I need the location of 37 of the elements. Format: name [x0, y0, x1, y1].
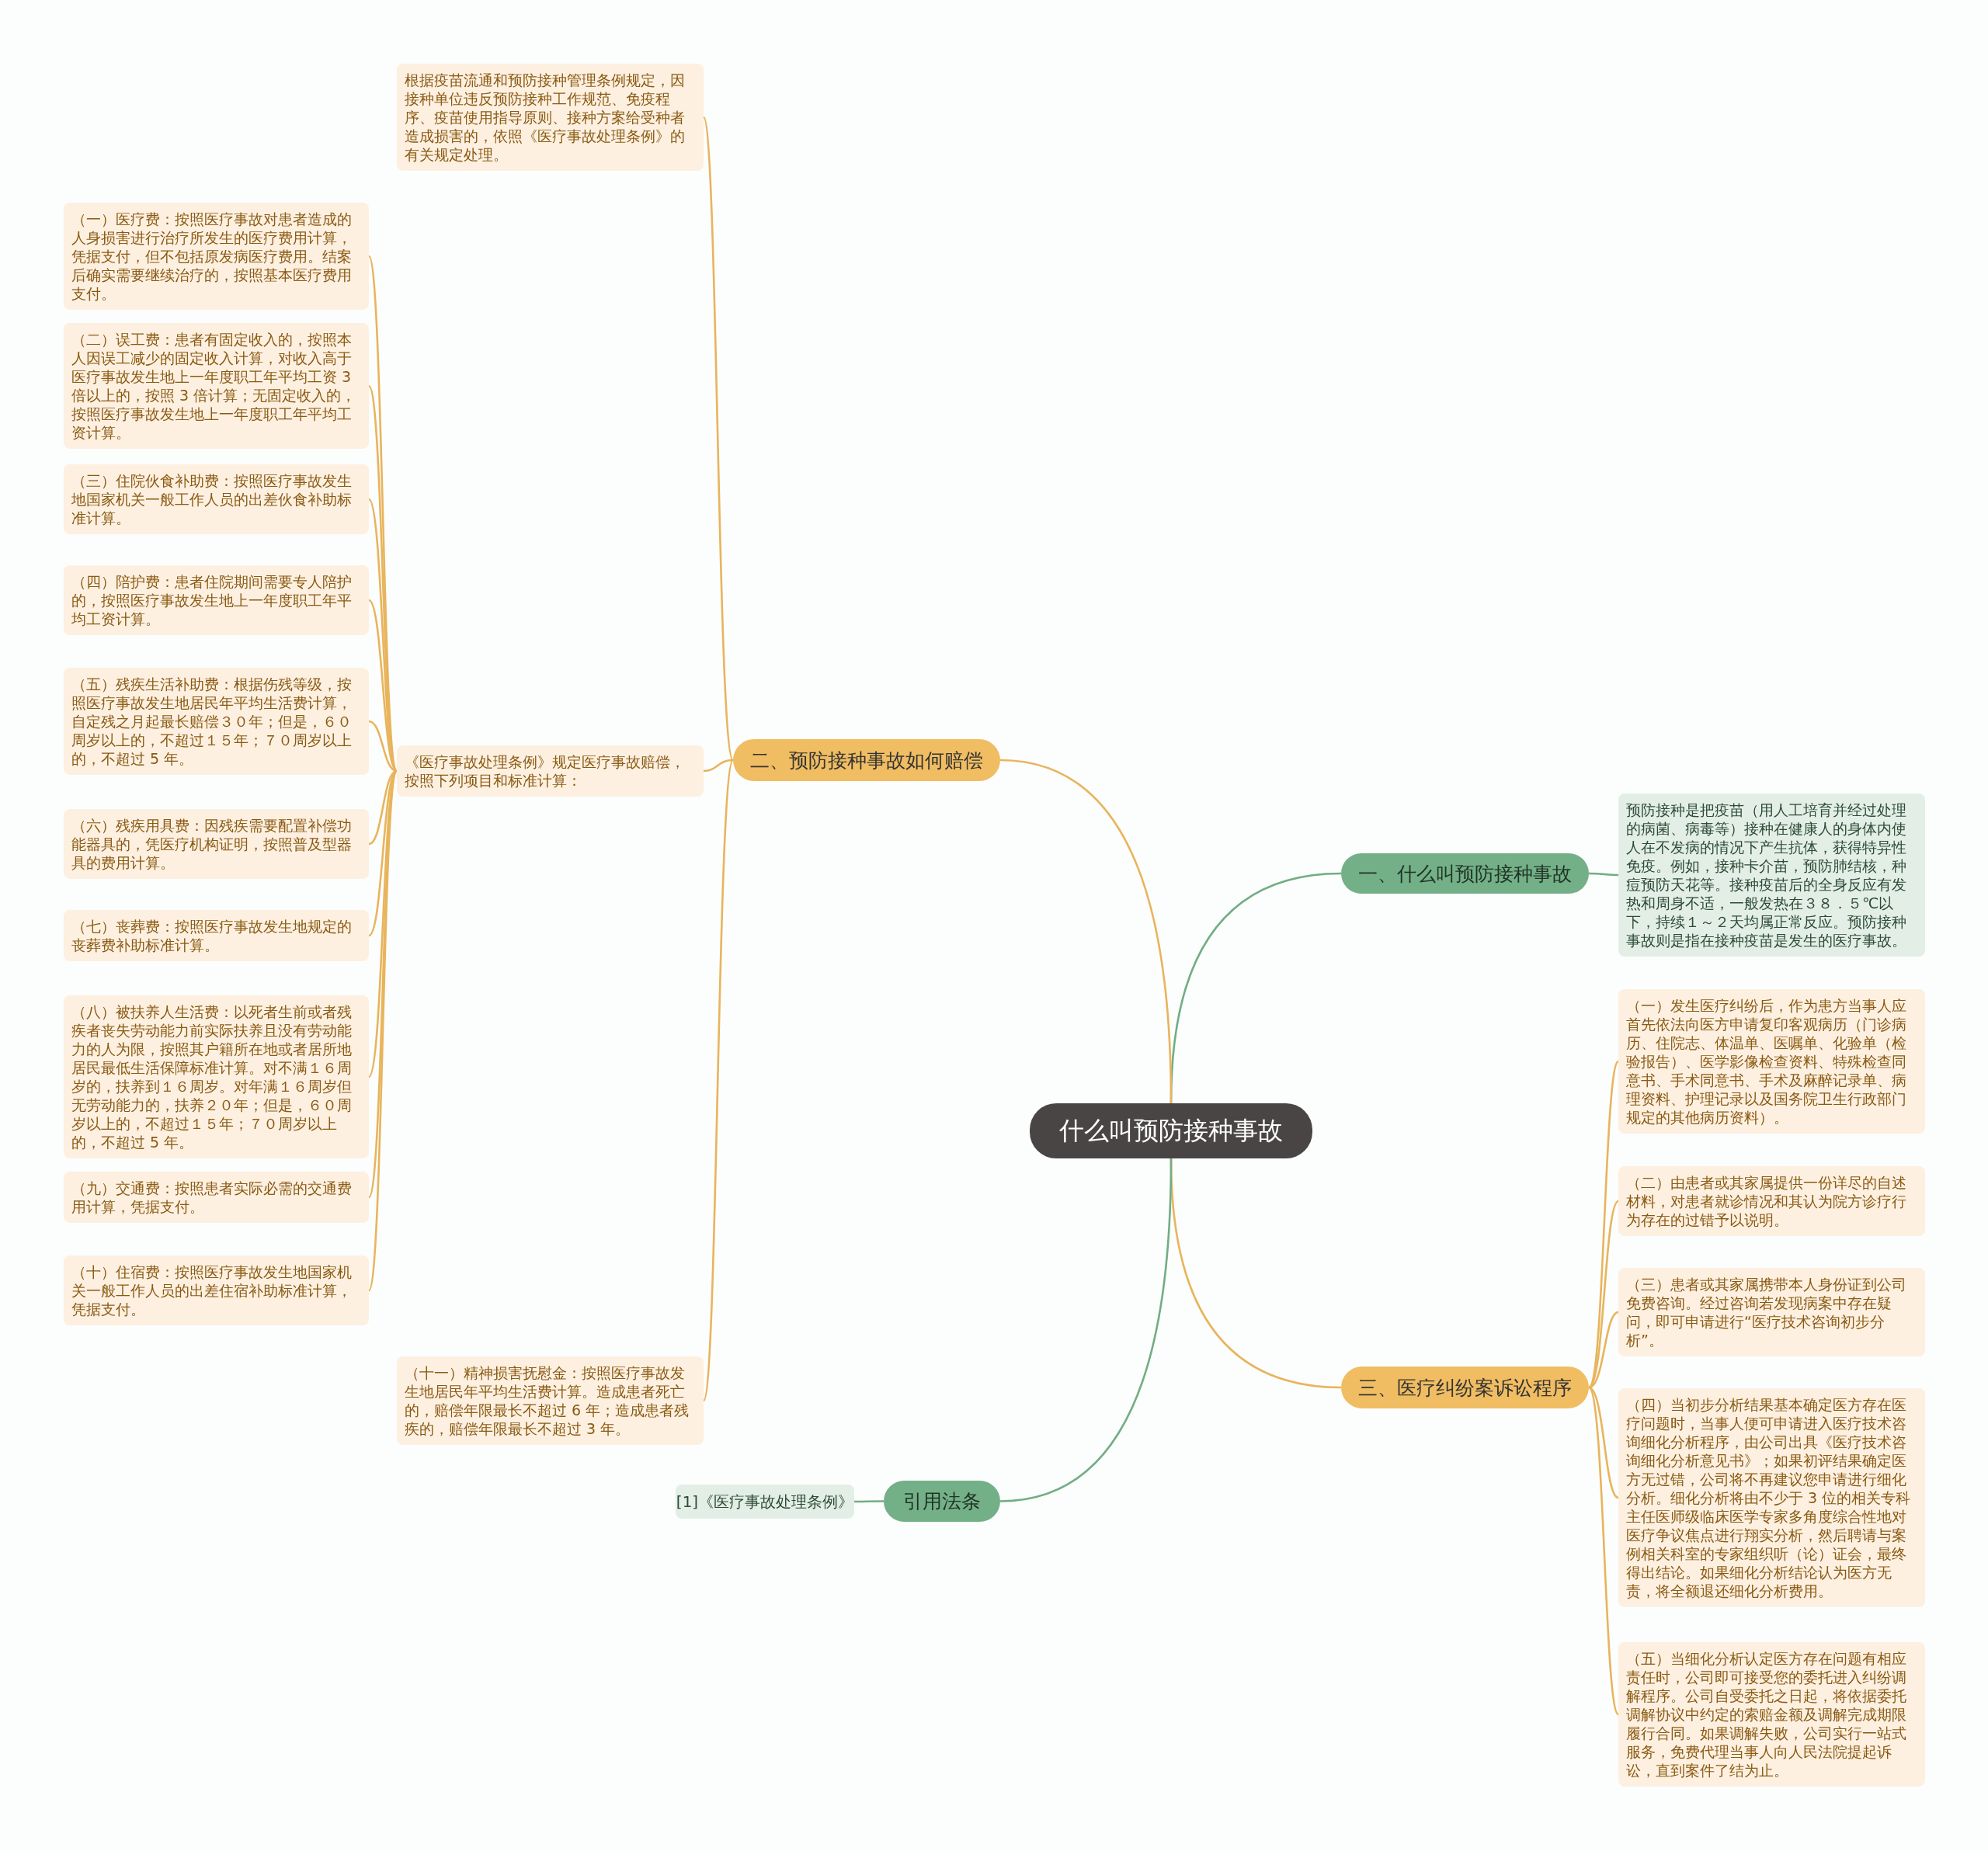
- connector-line: [367, 770, 398, 1291]
- branch-topic: 二、预防接种事故如何赔偿: [733, 739, 1000, 781]
- text-card: （一）发生医疗纠纷后，作为患方当事人应首先依法向医方申请复印客观病历（门诊病历、住院志、体温单、医嘱单、化验单（检验报告）、医学影像检查资料、特殊检查同意书、手术同意书、手术及麻醉记录单、病理资料、护理记录以及国务院卫生行政部门规定的其他病历资料）。: [1618, 989, 1925, 1134]
- text-card: （九）交通费：按照患者实际必需的交通费用计算，凭据支付。: [64, 1172, 369, 1223]
- text-card: （十）住宿费：按照医疗事故发生地国家机关一般工作人员的出差住宿补助标准计算，凭据支付。: [64, 1255, 369, 1325]
- text-card: （二）误工费：患者有固定收入的，按照本人因误工减少的固定收入计算，对收入高于医疗事故发生地上一年度职工年平均工资 3 倍以上的，按照 3 倍计算；无固定收入的，按照医疗事故发生地上一年度职工年平均工资计算。: [64, 323, 369, 449]
- connector-line: [1587, 1387, 1620, 1715]
- branch-topic: 三、医疗纠纷案诉讼程序: [1341, 1367, 1589, 1408]
- text-card: （四）当初步分析结果基本确定医方存在医疗问题时，当事人便可申请进入医疗技术咨询细化分析程序，由公司出具《医疗技术咨询细化分析意见书》；如果初评结果确定医方无过错，公司将不再建议您申请进行细化分析。细化分析将由不少于 3 位的相关专科主任医师级临床医学专家多角度综合性地对医疗争议焦点进行翔实分析，然后聘请与案例相关科室的专家组织听（论）证会，最终得出结论。如果细化分析结论认为医方无责，将全额退还细化分析费用。: [1618, 1388, 1925, 1607]
- text-card: （一）医疗费：按照医疗事故对患者造成的人身损害进行治疗所发生的医疗费用计算，凭据支付，但不包括原发病医疗费用。结案后确实需要继续治疗的，按照基本医疗费用支付。: [64, 203, 369, 310]
- connector-line: [999, 759, 1173, 1104]
- connector-line: [1589, 872, 1618, 877]
- connector-line: [1588, 1200, 1619, 1388]
- text-card: （七）丧葬费：按照医疗事故发生地规定的丧葬费补助标准计算。: [64, 910, 369, 961]
- connector-line: [854, 1500, 884, 1503]
- connector-line: [702, 759, 735, 1401]
- text-card: 根据疫苗流通和预防接种管理条例规定，因接种单位违反预防接种工作规范、免疫程序、疫苗使用指导原则、接种方案给受种者造成损害的，依照《医疗事故处理条例》的有关规定处理。: [397, 64, 704, 171]
- text-card: （五）当细化分析认定医方存在问题有相应责任时，公司即可接受您的委托进入纠纷调解程序。公司自受委托之日起，将依据委托调解协议中约定的索赔金额及调解完成期限履行合同。如果调解失败，公司实行一站式服务，免费代理当事人向人民法院提起诉讼，直到案件了结为止。: [1618, 1642, 1925, 1787]
- connector-line: [999, 1158, 1173, 1502]
- text-card: （五）残疾生活补助费：根据伤残等级，按照医疗事故发生地居民年平均生活费计算，自定残之月起最长赔偿３０年；但是，６０周岁以上的，不超过１５年；７０周岁以上的，不超过 5 年。: [64, 668, 369, 775]
- text-card: （八）被扶养人生活费：以死者生前或者残疾者丧失劳动能力前实际扶养且没有劳动能力的人为限，按照其户籍所在地或者居所地居民最低生活保障标准计算。对不满１６周岁的，扶养到１６周岁。对年满１６周岁但无劳动能力的，扶养２０年；但是，６０周岁以上的，不超过１５年；７０周岁以上的，不超过 5 年。: [64, 995, 369, 1158]
- text-card: 《医疗事故处理条例》规定医疗事故赔偿，按照下列项目和标准计算：: [397, 745, 704, 797]
- branch-topic: 引用法条: [884, 1481, 1000, 1522]
- connector-line: [1587, 1061, 1620, 1388]
- text-card: （四）陪护费：患者住院期间需要专人陪护的，按照医疗事故发生地上一年度职工年平均工资计算。: [64, 565, 369, 635]
- reference-tag: [1]《医疗事故处理条例》: [676, 1485, 854, 1519]
- connector-line: [702, 116, 735, 761]
- text-card: 预防接种是把疫苗（用人工培育并经过处理的病菌、病毒等）接种在健康人的身体内使人在不发病的情况下产生抗体，获得特异性免疫。例如，接种卡介苗，预防肺结核，种痘预防天花等。接种疫苗后的全身反应有发热和周身不适，一般发热在３８．５℃以下，持续１～２天均属正常反应。预防接种事故则是指在接种疫苗是发生的医疗事故。: [1618, 794, 1925, 957]
- text-card: （二）由患者或其家属提供一份详尽的自述材料，对患者就诊情况和其认为院方诊疗行为存在的过错予以说明。: [1618, 1166, 1925, 1236]
- text-card: （十一）精神损害抚慰金：按照医疗事故发生地居民年平均生活费计算。造成患者死亡的，赔偿年限最长不超过 6 年；造成患者残疾的，赔偿年限最长不超过 3 年。: [397, 1356, 704, 1445]
- branch-topic: 一、什么叫预防接种事故: [1341, 853, 1589, 894]
- connector-line: [703, 759, 734, 773]
- connector-line: [1588, 1386, 1619, 1499]
- root-topic: 什么叫预防接种事故: [1030, 1103, 1312, 1158]
- text-card: （六）残疾用具费：因残疾需要配置补偿功能器具的，凭医疗机构证明，按照普及型器具的费用计算。: [64, 809, 369, 879]
- text-card: （三）住院伙食补助费：按照医疗事故发生地国家机关一般工作人员的出差伙食补助标准计算。: [64, 464, 369, 534]
- text-card: （三）患者或其家属携带本人身份证到公司免费咨询。经过咨询若发现病案中存在疑问，即可申请进行“医疗技术咨询初步分析”。: [1618, 1268, 1925, 1356]
